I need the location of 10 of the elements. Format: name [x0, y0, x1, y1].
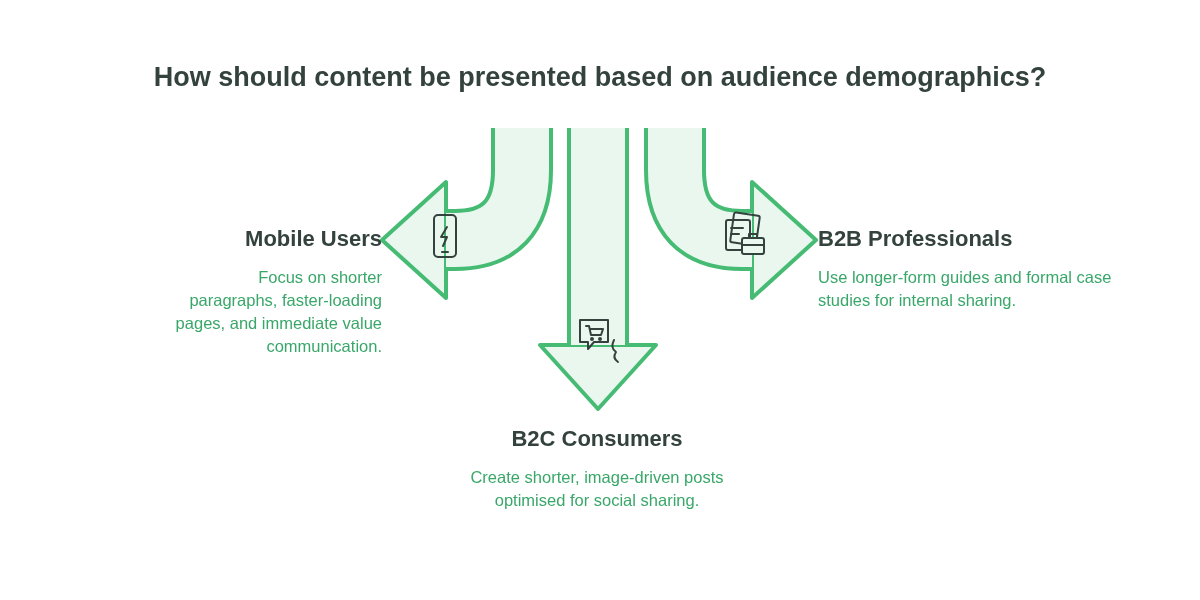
description: Use longer-form guides and formal case studies for internal sharing. — [818, 267, 1113, 311]
heading: B2B Professionals — [818, 226, 1014, 252]
description: Create shorter, image-driven posts optimised for social sharing. — [469, 467, 725, 511]
down-arrow — [538, 128, 658, 411]
heading: B2C Consumers — [510, 426, 684, 452]
curved-arrow — [380, 128, 553, 300]
description: Focus on shorter paragraphs, faster-loading pages, and immediate value communication. — [174, 267, 382, 357]
heading: Mobile Users — [244, 226, 382, 252]
curved-arrow — [644, 128, 818, 300]
title: How should content be presented based on audience demographics? — [152, 62, 1048, 93]
